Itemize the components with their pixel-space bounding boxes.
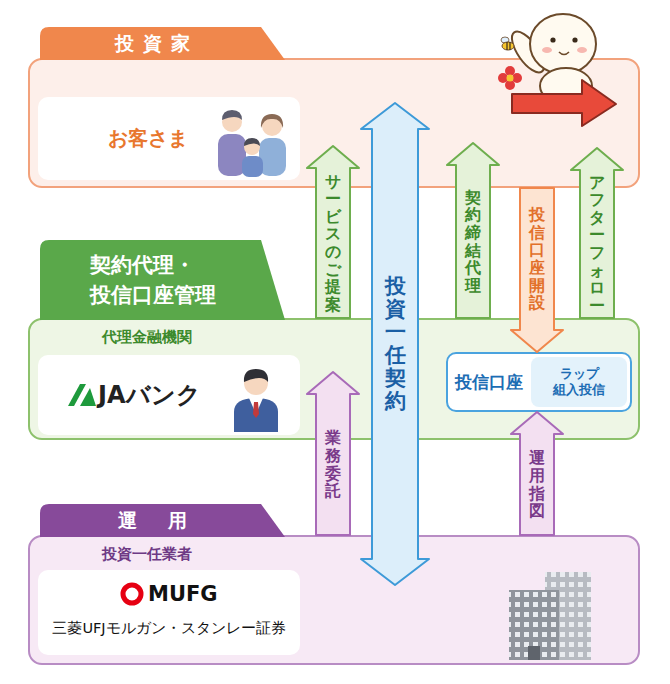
arrow-label: 契約締結代理 bbox=[465, 189, 481, 295]
band-title: 投資家 bbox=[107, 32, 198, 55]
family-illustration bbox=[218, 110, 286, 177]
panel-band: MUFG三菱UFJモルガン・スタンレー証券運用投資一任業者 bbox=[28, 535, 640, 665]
band-title: 運用 bbox=[88, 509, 217, 532]
arrow-label: アフターフォロー bbox=[589, 174, 605, 315]
panel-band: JAバンクラップ 組入投信投信口座契約代理・投信口座管理代理金融機関 bbox=[28, 318, 640, 440]
arrow-label: 投信口座開設 bbox=[529, 206, 545, 312]
block-arrow bbox=[361, 103, 429, 585]
arrow-label: 業務委託 bbox=[325, 429, 341, 499]
customer-box: お客さま bbox=[38, 97, 300, 180]
tab-shape bbox=[40, 240, 285, 320]
ja-logo-mark bbox=[68, 384, 96, 406]
logo-text: MUFG bbox=[148, 582, 218, 607]
block-arrow bbox=[571, 148, 623, 318]
block-arrow bbox=[511, 412, 563, 535]
block-arrow bbox=[307, 372, 359, 535]
block-arrow bbox=[447, 143, 499, 318]
arrow-label: 投資一任契約 bbox=[385, 275, 406, 414]
group-label: 投資一任業者 bbox=[102, 545, 192, 563]
block-arrow bbox=[511, 188, 563, 352]
logo-text: JAバンク bbox=[98, 381, 201, 410]
arrow-label: 運用指図 bbox=[529, 449, 545, 519]
band-title: 契約代理・投信口座管理 bbox=[90, 250, 216, 311]
band-tab: 投資家 bbox=[40, 27, 285, 60]
box-label: ラップ 組入投信 bbox=[553, 366, 605, 399]
arrow-label: サービスのご提案 bbox=[325, 173, 341, 314]
building-illustration bbox=[509, 572, 591, 660]
company-name: 三菱UFJモルガン・スタンレー証券 bbox=[52, 620, 285, 637]
band-tab: 契約代理・投信口座管理 bbox=[40, 240, 285, 320]
box-label: 投信口座 bbox=[455, 372, 523, 392]
box-label: お客さま bbox=[108, 126, 188, 150]
group-label: 代理金融機関 bbox=[102, 328, 192, 346]
band-tab: 運用 bbox=[40, 504, 285, 537]
bank-box: JAバンク bbox=[38, 355, 300, 435]
mufg-logo-mark bbox=[123, 585, 141, 603]
firm-box: MUFG 三菱UFJモルガン・スタンレー証券 bbox=[38, 570, 300, 655]
panel-band: お客さま投資家 bbox=[28, 58, 640, 188]
staff-illustration bbox=[234, 369, 278, 432]
mascot-illustration bbox=[498, 14, 616, 126]
account-box: ラップ 組入投信 投信口座 bbox=[446, 352, 632, 412]
block-arrow bbox=[307, 146, 359, 318]
fund-box: ラップ 組入投信 bbox=[531, 357, 627, 407]
